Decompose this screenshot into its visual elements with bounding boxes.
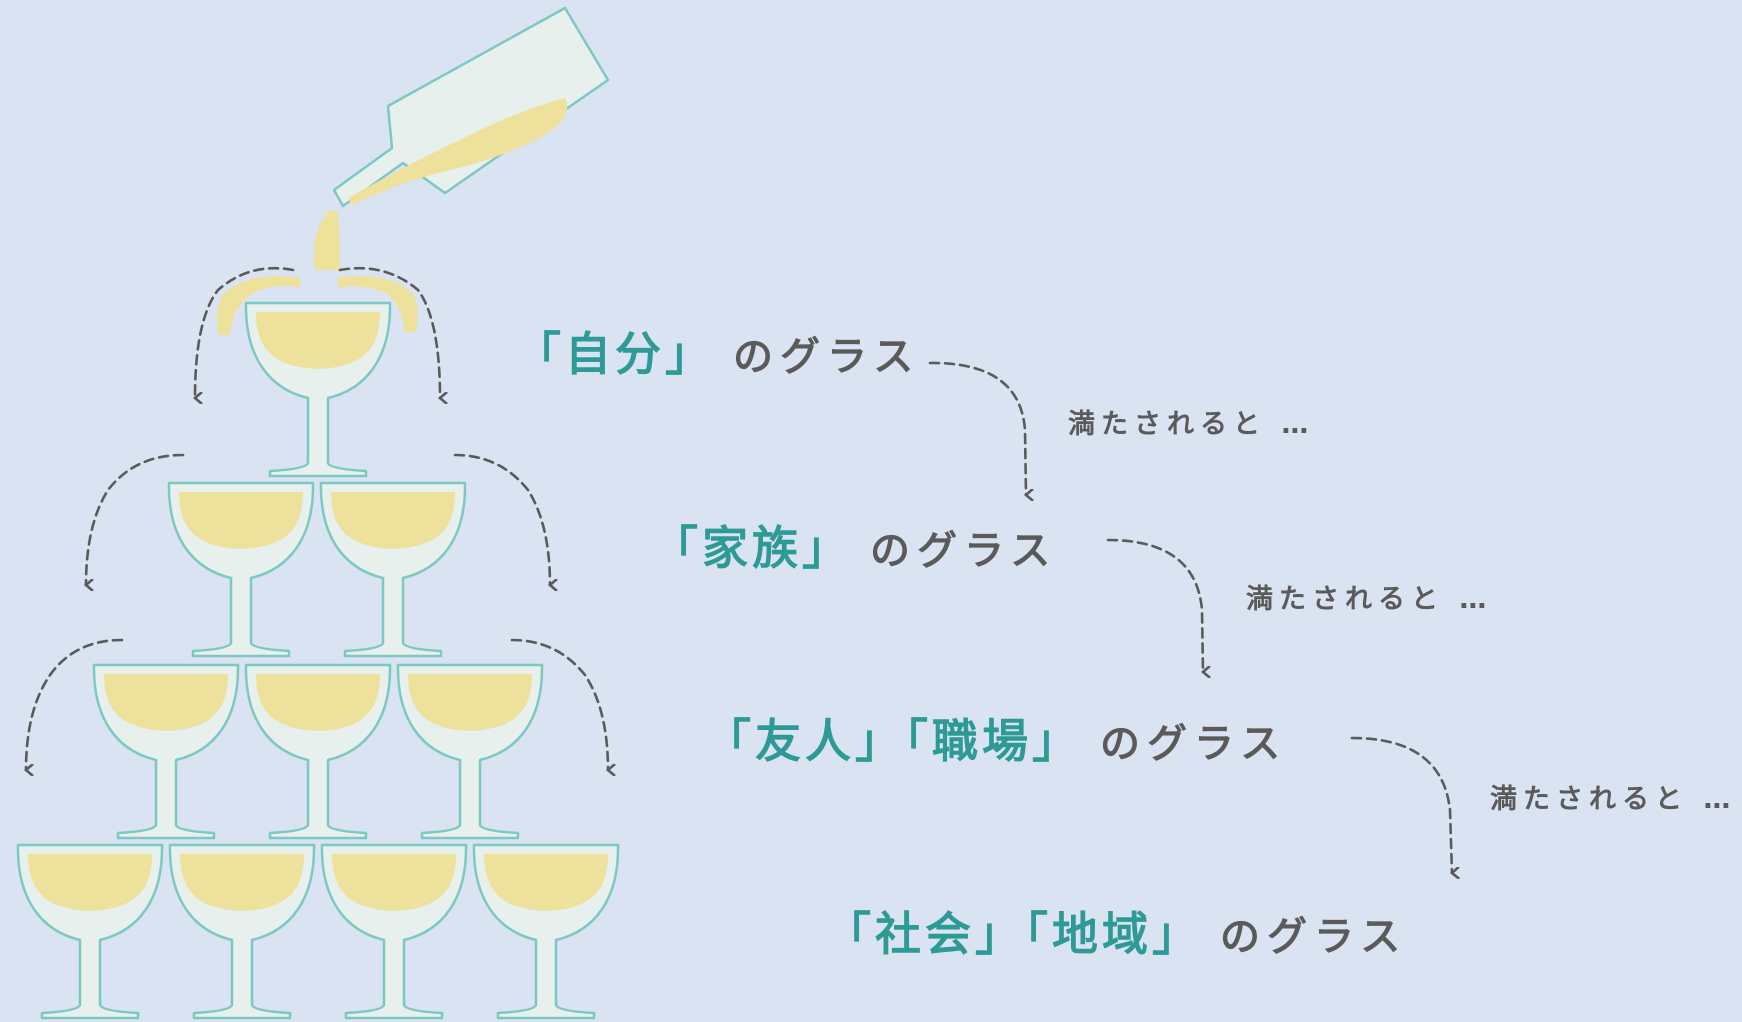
overflow-arrow — [510, 638, 608, 770]
bottle-liquid — [348, 98, 568, 205]
glass-liquid — [332, 854, 456, 911]
glass-liquid — [484, 854, 608, 911]
glass-liquid — [104, 674, 228, 731]
champagne-glass-icon — [168, 843, 316, 1020]
champagne-glass-icon — [16, 843, 164, 1020]
bottle-icon — [314, 6, 610, 270]
champagne-glass-icon — [319, 481, 467, 658]
overflow-stream-right — [338, 276, 418, 332]
overflow-arrow — [195, 266, 295, 398]
champagne-glass-icon — [396, 663, 544, 840]
champagne-glass-icon — [472, 843, 620, 1020]
transition-note: 満たされると … — [1490, 784, 1737, 815]
champagne-glass-icon — [244, 301, 392, 478]
level-suffix: のグラス — [870, 528, 1058, 574]
champagne-glass-icon — [167, 481, 315, 658]
overflow-arrow — [86, 453, 185, 585]
level-label-family: 「家族」 のグラス — [652, 512, 1057, 578]
flow-arrow-3 — [1350, 736, 1452, 873]
level-suffix: のグラス — [733, 334, 921, 380]
glass-liquid — [331, 492, 455, 549]
glass-liquid — [28, 854, 152, 911]
glass-liquid — [256, 674, 380, 731]
level-keyword: 「家族」 — [652, 521, 852, 575]
level-suffix: のグラス — [1220, 914, 1408, 960]
tower-overflow-arrows — [26, 266, 608, 770]
glass-liquid — [179, 492, 303, 549]
glass-liquid — [180, 854, 304, 911]
level-label-society-region: 「社会」「地域」 のグラス — [825, 898, 1407, 964]
level-keyword: 「自分」 — [515, 327, 715, 381]
level-keyword: 「友人」「職場」 — [705, 714, 1082, 768]
champagne-glass-icon — [320, 843, 468, 1020]
champagne-glass-icon — [92, 663, 240, 840]
overflow-arrow — [453, 453, 550, 585]
pouring-stream — [314, 210, 340, 270]
flow-arrow-1 — [928, 361, 1026, 495]
glass-tower — [16, 301, 620, 1020]
flow-arrow-2 — [1106, 538, 1203, 672]
glass-liquid — [256, 312, 380, 369]
overflow-arrow — [26, 638, 124, 770]
level-label-self: 「自分」 のグラス — [515, 318, 920, 384]
level-keyword: 「社会」「地域」 — [825, 907, 1202, 961]
level-suffix: のグラス — [1100, 721, 1288, 767]
level-label-friends-work: 「友人」「職場」 のグラス — [705, 705, 1287, 771]
flow-arrows — [928, 361, 1452, 873]
champagne-glass-icon — [244, 663, 392, 840]
transition-note: 満たされると … — [1068, 409, 1315, 440]
overflow-arrow — [338, 266, 440, 398]
overflow-stream-left — [217, 276, 300, 335]
glass-liquid — [408, 674, 532, 731]
transition-note: 満たされると … — [1246, 584, 1493, 615]
